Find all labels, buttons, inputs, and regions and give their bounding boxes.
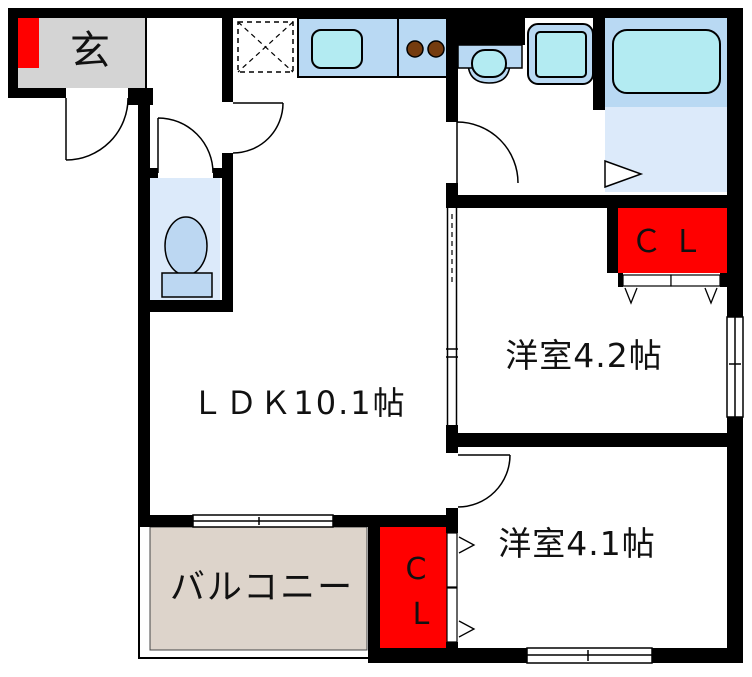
wall-segment: [368, 648, 527, 663]
wall-segment: [446, 183, 458, 208]
sliding-partition-tick: [446, 348, 458, 358]
closet-b-label-l: L: [413, 597, 430, 632]
closet-b-area: [380, 527, 447, 648]
wall-segment: [222, 18, 233, 102]
balcony-label: バルコニー: [170, 568, 354, 608]
wall-segment: [138, 300, 233, 312]
wall-segment: [458, 433, 741, 447]
wall-segment: [593, 18, 605, 110]
closet-a-door-arrow: [704, 287, 718, 305]
fixtures: [161, 17, 721, 298]
western-room-b-label: 洋室4.1帖: [498, 524, 655, 563]
ldk-label: ＬＤＫ10.1帖: [191, 384, 406, 422]
refrigerator-cross: [237, 21, 294, 73]
washroom-door-gap: [446, 122, 458, 183]
ldk-door-swing: [232, 102, 284, 154]
wall-segment: [8, 8, 743, 18]
wall-segment: [607, 208, 618, 273]
toilet-tank: [161, 272, 213, 298]
closet-a-door-panel: [670, 274, 721, 287]
closet-b-door-arrow: [458, 620, 476, 638]
room-a-window-rail: [729, 317, 741, 417]
room-b-door-swing: [457, 454, 511, 508]
closet-b-door-arrow: [458, 536, 476, 554]
wall-segment: [727, 417, 743, 663]
windows: [192, 316, 744, 664]
entrance-edge-line: [145, 18, 147, 88]
room-b-door-gap: [446, 453, 458, 508]
closet-b-label-c: C: [406, 552, 427, 587]
closet-b-door-panel: [446, 587, 458, 643]
closet-a-label: ＣＬ: [631, 224, 713, 260]
entrance-label: 玄: [70, 28, 110, 74]
balcony-floor: [149, 526, 368, 651]
washroom-door-swing: [456, 121, 519, 184]
front-door-gap: [66, 88, 128, 98]
closet-a-door-panel: [622, 274, 672, 287]
wall-segment: [222, 153, 233, 312]
wall-segment: [720, 273, 727, 287]
wall-segment: [458, 195, 741, 208]
wall-segment: [150, 168, 158, 178]
wall-segment: [138, 515, 193, 527]
washing-machine-drum: [535, 31, 587, 78]
washbasin-bowl: [471, 49, 507, 78]
toilet-bowl: [164, 216, 208, 276]
toilet-door-swing: [157, 117, 214, 174]
closet-a-area: [618, 208, 727, 273]
room-b-window-rail: [527, 650, 652, 661]
bath-door-arrow: [604, 159, 644, 189]
walls: [8, 8, 743, 663]
kitchen-sink: [311, 29, 363, 69]
stove-burner: [406, 40, 424, 58]
sliding-partition-rails: [446, 208, 458, 425]
ldk-door-gap: [222, 102, 233, 153]
wall-segment: [8, 88, 66, 98]
closet-a-door-arrow: [624, 287, 638, 305]
entrance-marker: [18, 18, 39, 68]
wall-segment: [446, 425, 458, 453]
stove-burner: [427, 40, 445, 58]
closet-b-door-panel: [446, 532, 458, 588]
toilet-door-gap: [158, 168, 213, 178]
bathtub: [612, 29, 721, 94]
balcony-window-rail: [193, 517, 333, 525]
western-room-a-label: 洋室4.2帖: [505, 336, 662, 375]
wall-segment: [652, 648, 741, 663]
wall-segment: [727, 8, 743, 317]
wall-segment: [8, 8, 18, 98]
entrance-floor: [18, 18, 145, 88]
wall-segment: [368, 518, 380, 658]
labels: 玄 ＬＤＫ10.1帖 洋室4.2帖 洋室4.1帖 バルコニー ＣＬ C L: [70, 28, 713, 632]
doors: [65, 88, 721, 643]
wall-segment: [618, 273, 623, 287]
wall-segment: [446, 18, 525, 45]
wall-segment: [333, 515, 458, 527]
front-door-swing: [65, 97, 129, 161]
sliding-partition: [446, 208, 458, 425]
